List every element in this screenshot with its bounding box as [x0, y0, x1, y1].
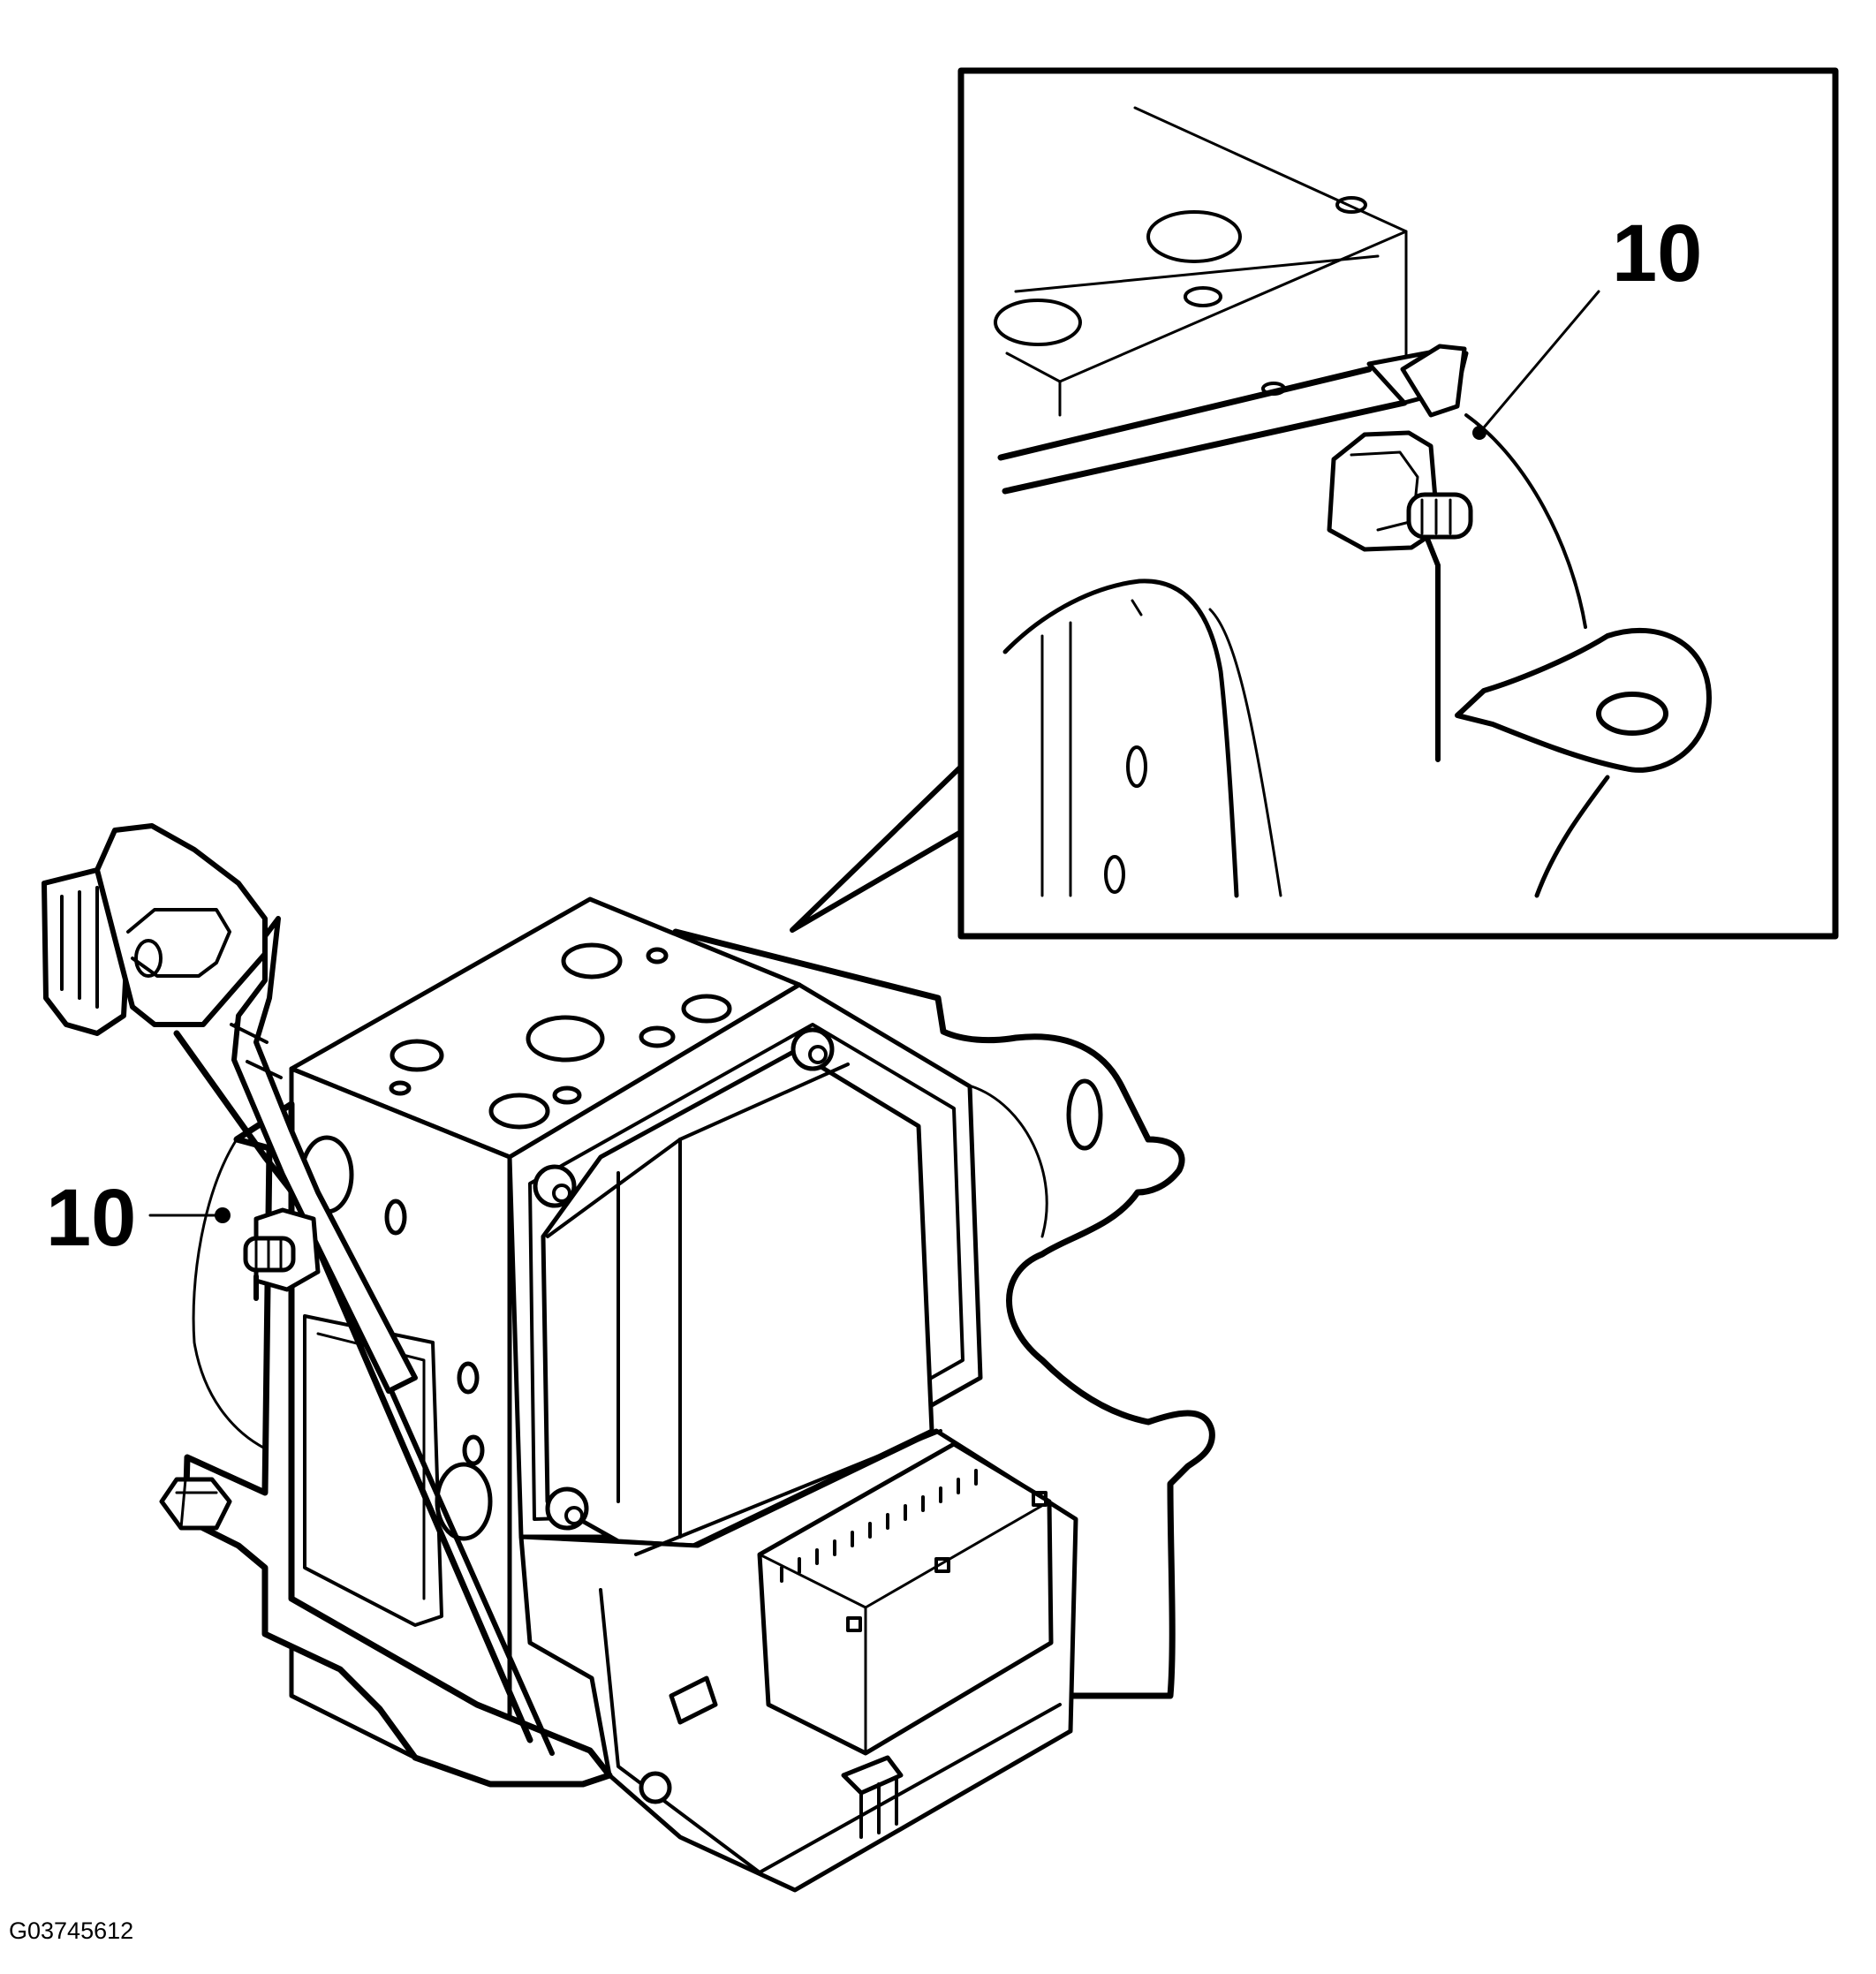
mounting-bolt — [159, 1477, 232, 1531]
figure-id: G03745612 — [9, 1917, 133, 1944]
bracket-slot — [1066, 1078, 1103, 1151]
detail-callout: 10 — [1472, 208, 1702, 440]
main-callout-label: 10 — [46, 1173, 136, 1263]
detail-bolt — [1327, 344, 1473, 762]
detail-callout-label: 10 — [1612, 208, 1702, 299]
connector-housing — [518, 1428, 1078, 1893]
ground-stud — [243, 1207, 321, 1301]
detail-brake-pipe — [997, 366, 1408, 495]
control-unit — [507, 982, 983, 1548]
main-callout: 10 — [46, 1173, 231, 1263]
detail-pointer — [790, 764, 964, 933]
wiring-harness — [42, 823, 555, 1756]
detail-bracket — [1002, 579, 1282, 898]
detail-frame — [957, 67, 1839, 940]
detail-ground-strap — [1455, 413, 1712, 898]
main-view: 10 — [42, 823, 1215, 1893]
detail-view: 10 — [790, 67, 1839, 940]
connector-pins — [780, 1469, 978, 1583]
detail-module-block — [994, 106, 1408, 417]
